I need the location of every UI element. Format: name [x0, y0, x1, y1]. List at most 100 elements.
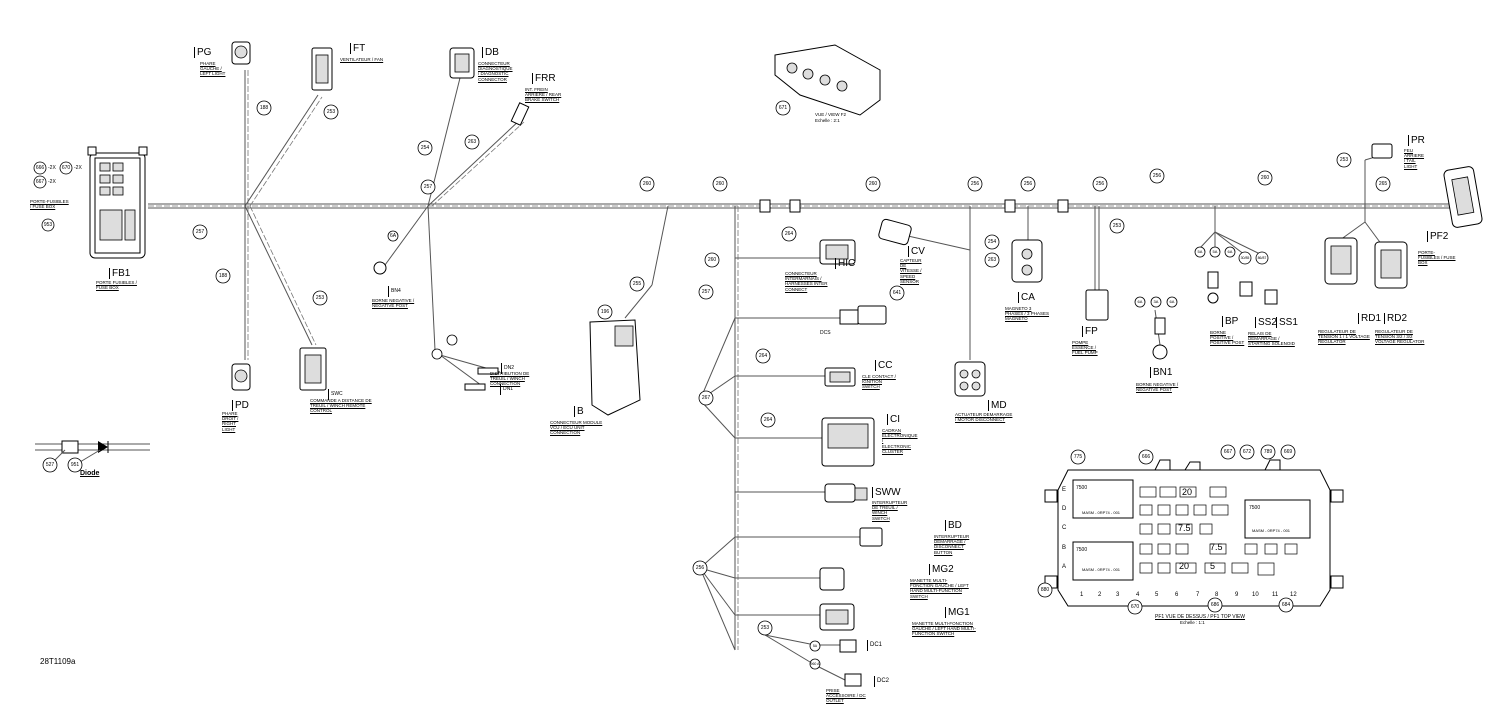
wire-number: 6A [389, 233, 397, 239]
left-branch-wires [244, 69, 1383, 681]
wire-number: 263 [467, 139, 477, 145]
component-desc-swc: COMMANDE A DISTANCE DE TREUIL / WINCH RE… [310, 398, 372, 414]
fan-connector-ft [311, 47, 333, 91]
wire-number: 6A [1227, 249, 1233, 254]
pf1-callout: 686 [1210, 602, 1220, 608]
wire-number: 671 [778, 105, 788, 111]
pf1-fuse-value: 7.5 [1210, 542, 1223, 552]
component-code-dc1: DC1 [867, 640, 882, 651]
fuse-box-fb1 [87, 146, 148, 259]
component-code-pr: PR [1408, 135, 1425, 146]
fb1-ref: 666 [35, 165, 45, 171]
pf1-col-label: 9 [1235, 592, 1239, 598]
component-code-md: MD [988, 400, 1007, 411]
pf1-col-label: 7 [1196, 592, 1200, 598]
pf1-callout: 667 [1223, 449, 1233, 455]
diode-label: Diode [80, 470, 100, 477]
fusebox-pf1-top-view [1044, 459, 1344, 607]
pf1-fuse-value: 20 [1182, 487, 1193, 497]
left-light-pg [231, 41, 251, 65]
pf1-fuse-value: 7.5 [1178, 523, 1191, 533]
pf1-col-label: 8 [1215, 592, 1219, 598]
wire-number: 5A [812, 644, 818, 648]
disconnect-button-bd [859, 527, 883, 547]
component-desc-ci: CADRAN ELECTRONIQUE / ELECTRONIC CLUSTER [882, 428, 918, 454]
wire-number: 254 [420, 145, 430, 151]
component-code-hic: HIC [835, 258, 855, 269]
pf1-callout: 775 [1073, 454, 1083, 460]
fuse-box-pf2 [1443, 166, 1483, 228]
pf1-row-label: A [1062, 564, 1067, 570]
pf1-caption: PF1 VUE DE DESSUS / PF1 TOP VIEW [1155, 614, 1246, 620]
wire-number-callouts [33, 100, 1391, 670]
speed-sensor-cv [878, 218, 912, 246]
pf1-callout: 666 [1141, 454, 1151, 460]
pf1-relay-part: MASM - 0RP74 - 001 [1252, 528, 1291, 533]
pf1-scale: Echelle : 1:1 [1180, 620, 1205, 625]
wire-number: 960 A [810, 662, 820, 666]
component-desc-cc: CLE CONTACT / IGNITION SWITCH [862, 374, 896, 390]
component-code-pg: PG [194, 47, 211, 58]
ecu-connector-b [589, 319, 641, 416]
fb1-qty: -2X [48, 179, 56, 185]
rear-brake-switch-frr [510, 102, 530, 126]
winch-remote-control-swc [299, 347, 327, 391]
pf1-callout: 789 [1263, 449, 1273, 455]
wire-number: 263 [987, 257, 997, 263]
fuel-pump-fp [1085, 289, 1109, 321]
pf1-col-label: 11 [1272, 592, 1279, 598]
pf1-fuse-value: 5 [1210, 561, 1216, 571]
pf1-row-label: B [1062, 545, 1067, 551]
wire-number: 257 [423, 184, 433, 190]
component-desc-rd2: REGULATEUR DE TENSION 3/2 / 3/2 VOLTAGE … [1375, 329, 1425, 345]
pf1-callout: 684 [1281, 602, 1291, 608]
component-desc-sww: INTERRUPTEUR DE TREUIL / WINCH SWITCH [872, 500, 908, 521]
wire-number: 256 [970, 181, 980, 187]
wire-number: 264 [763, 417, 773, 423]
pf1-col-label: 5 [1155, 592, 1159, 598]
pf1-row-label: E [1062, 487, 1067, 493]
starting-solenoid-ss [1239, 281, 1278, 305]
pf1-callout: 880 [1040, 587, 1050, 593]
component-desc-ca: MAGNETO 3 PHASES / 3 PHASES MAGNETO [1005, 306, 1050, 322]
pf1-col-label: 1 [1080, 592, 1084, 598]
wire-number: 256 [1095, 181, 1105, 187]
negative-post-bn1 [1152, 317, 1168, 360]
wire-number: 254 [987, 239, 997, 245]
component-desc-pf2: PORTE-FUSIBLES / FUSE BOX [1418, 250, 1456, 266]
winch-distribution-dn [439, 354, 501, 391]
wire-number: 30/85 [1240, 256, 1250, 260]
dc-outlet-connectors [839, 639, 862, 687]
component-code-ci: CI [887, 414, 900, 425]
component-desc-fb1: PORTE FUSIBLES / FUSE BOX [96, 280, 137, 291]
component-desc-bn1: BORNE NEGATIVE / NEGATIVE POST [1136, 382, 1179, 393]
pf1-callout: 672 [1242, 449, 1252, 455]
component-code-mg1: MG1 [945, 607, 970, 618]
component-code-frr: FRR [532, 73, 556, 84]
wire-number: 86/87 [1257, 256, 1267, 260]
figure-id: 28T1109a [40, 657, 76, 666]
ignition-switch-cc [824, 367, 856, 387]
wire-number: 527 [45, 462, 55, 468]
wire-number: 253 [326, 109, 336, 115]
component-desc-dc2: PRISE ACCESSOIRE / DC OUTLET [826, 688, 866, 704]
component-desc-frr: INT. FREIN ARRIERE / REAR BRAKE SWITCH [525, 87, 562, 103]
pf1-col-label: 2 [1098, 592, 1102, 598]
wire-number: 267 [701, 395, 711, 401]
pf1-fuse-value: 20 [1179, 561, 1190, 571]
component-desc-pd: PHARE DROIT / RIGHT LIGHT [222, 411, 239, 432]
component-desc-fp: POMPE ESSENCE / FUEL PUMP [1072, 340, 1098, 356]
component-code-pd: PD [232, 400, 249, 411]
component-code-swc: SWC [328, 389, 343, 400]
component-desc-hic: CONNECTEUR INTERMARNAIS / HARNESSES INTE… [785, 271, 828, 292]
component-code-sww: SWW [872, 487, 901, 498]
component-code-cv: CV [908, 246, 925, 257]
pf1-col-label: 6 [1175, 592, 1179, 598]
component-code-ca: CA [1018, 292, 1035, 303]
voltage-regulator-rd1 [1324, 237, 1358, 285]
component-desc-mg1: MANETTE MULTI-FONCTION GAUCHE / LEFT HAN… [912, 621, 976, 637]
component-code-rd2: RD2 [1384, 313, 1407, 324]
pf1-relay-part: MASM - 0RP74 - 001 [1082, 567, 1121, 572]
fb1-ref: 670 [61, 165, 71, 171]
